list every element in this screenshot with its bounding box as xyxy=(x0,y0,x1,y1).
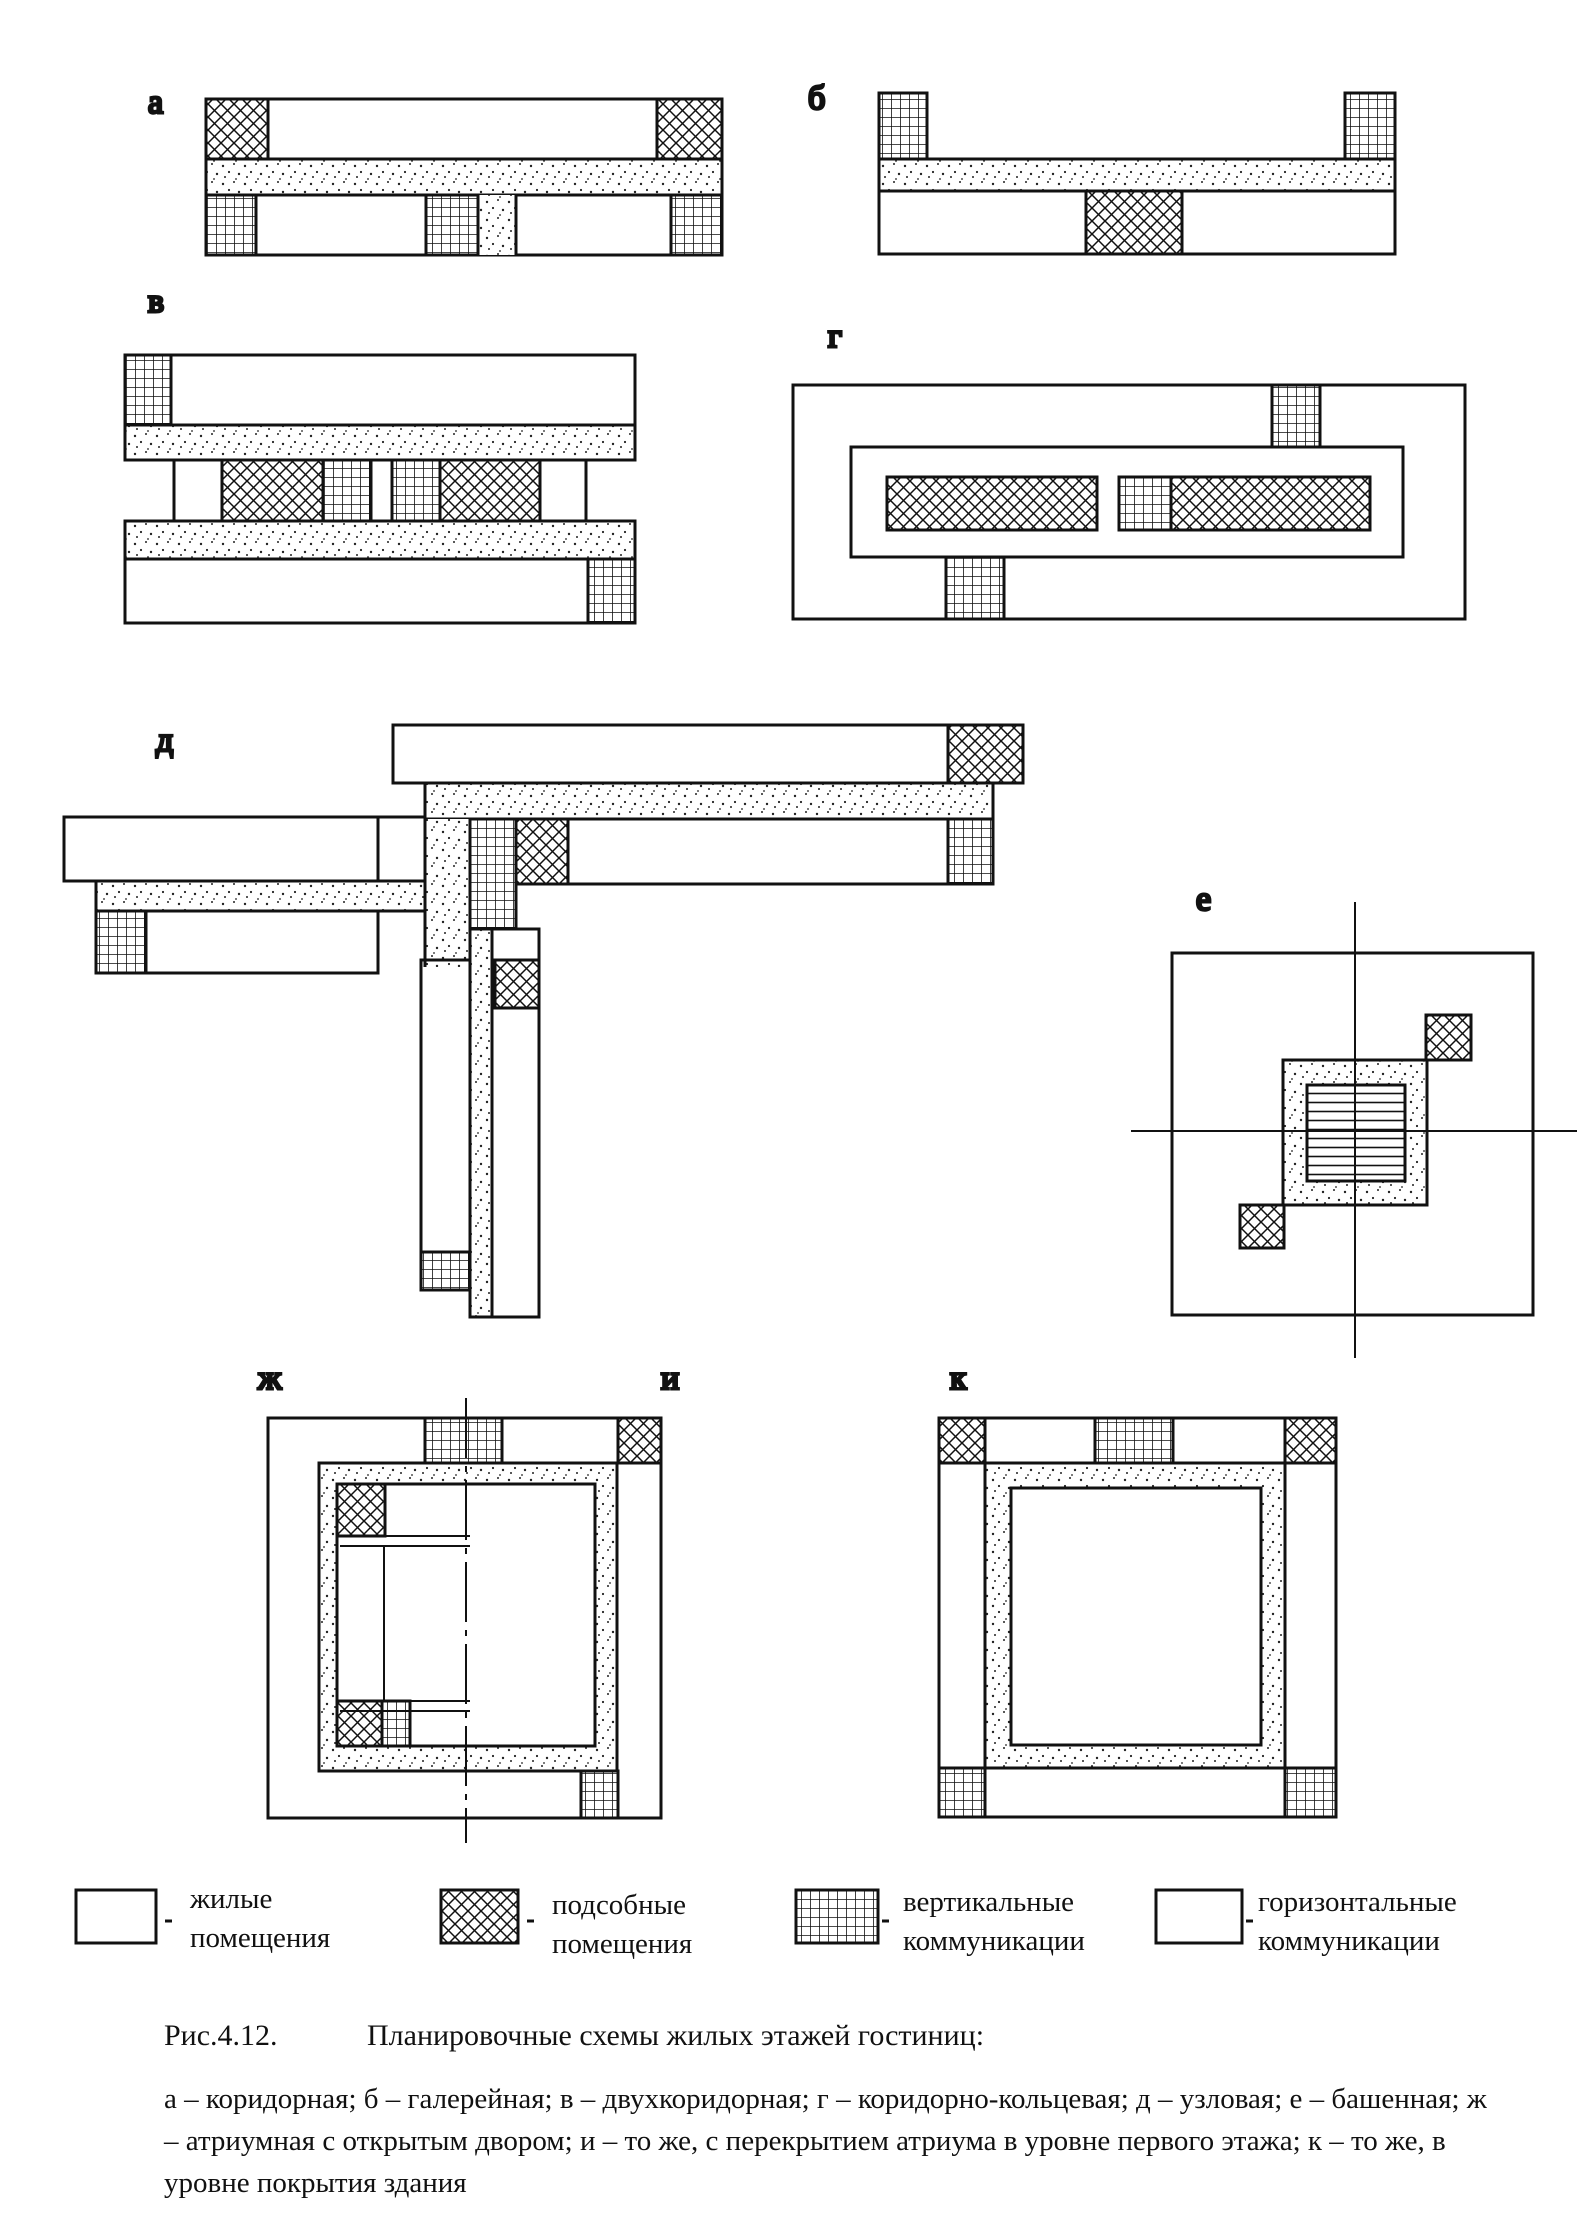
plan-a: а xyxy=(147,83,724,257)
panel-label-e: е xyxy=(1196,881,1211,918)
plan-d: д xyxy=(62,721,1025,1319)
legend-swatch-auxiliary xyxy=(439,1888,520,1945)
plan-k: к xyxy=(937,1359,1338,1819)
figure-caption-title: Рис.4.12. Планировочные схемы жилых этаже… xyxy=(164,2019,984,2053)
figure-title: Планировочные схемы жилых этажей гостини… xyxy=(367,2019,985,2052)
legend-swatch-residential xyxy=(74,1888,158,1945)
panel-label-a: а xyxy=(148,84,163,121)
panel-label-i: и xyxy=(661,1360,679,1397)
figure-caption-description: а – коридорная; б – галерейная; в – двух… xyxy=(164,2083,1487,2199)
figure-number: Рис.4.12. xyxy=(164,2019,278,2052)
panel-label-g: г xyxy=(828,318,842,355)
panel-label-k: к xyxy=(950,1360,967,1397)
plan-e: е xyxy=(1131,880,1577,1358)
plan-g: г xyxy=(791,317,1467,621)
legend-label-vertical: вертикальные коммуникации xyxy=(903,1886,1085,1957)
panel-label-d: д xyxy=(156,722,173,759)
legend-label-auxiliary: подсобные помещения xyxy=(552,1889,693,1960)
plan-b: б xyxy=(807,79,1397,256)
legend-swatches xyxy=(74,1888,1253,1945)
plan-v: в xyxy=(123,282,637,625)
panel-label-zh: ж xyxy=(257,1360,282,1397)
panel-label-v: в xyxy=(148,283,164,320)
panel-label-b: б xyxy=(808,80,825,117)
legend-label-horizontal: горизонтальные коммуникации xyxy=(1258,1886,1457,1957)
legend-swatch-horizontal xyxy=(1154,1888,1244,1945)
legend-swatch-vertical xyxy=(794,1888,880,1945)
plan-zh-i: ж и xyxy=(256,1359,681,1843)
legend-label-residential: жилые помещения xyxy=(190,1883,331,1954)
